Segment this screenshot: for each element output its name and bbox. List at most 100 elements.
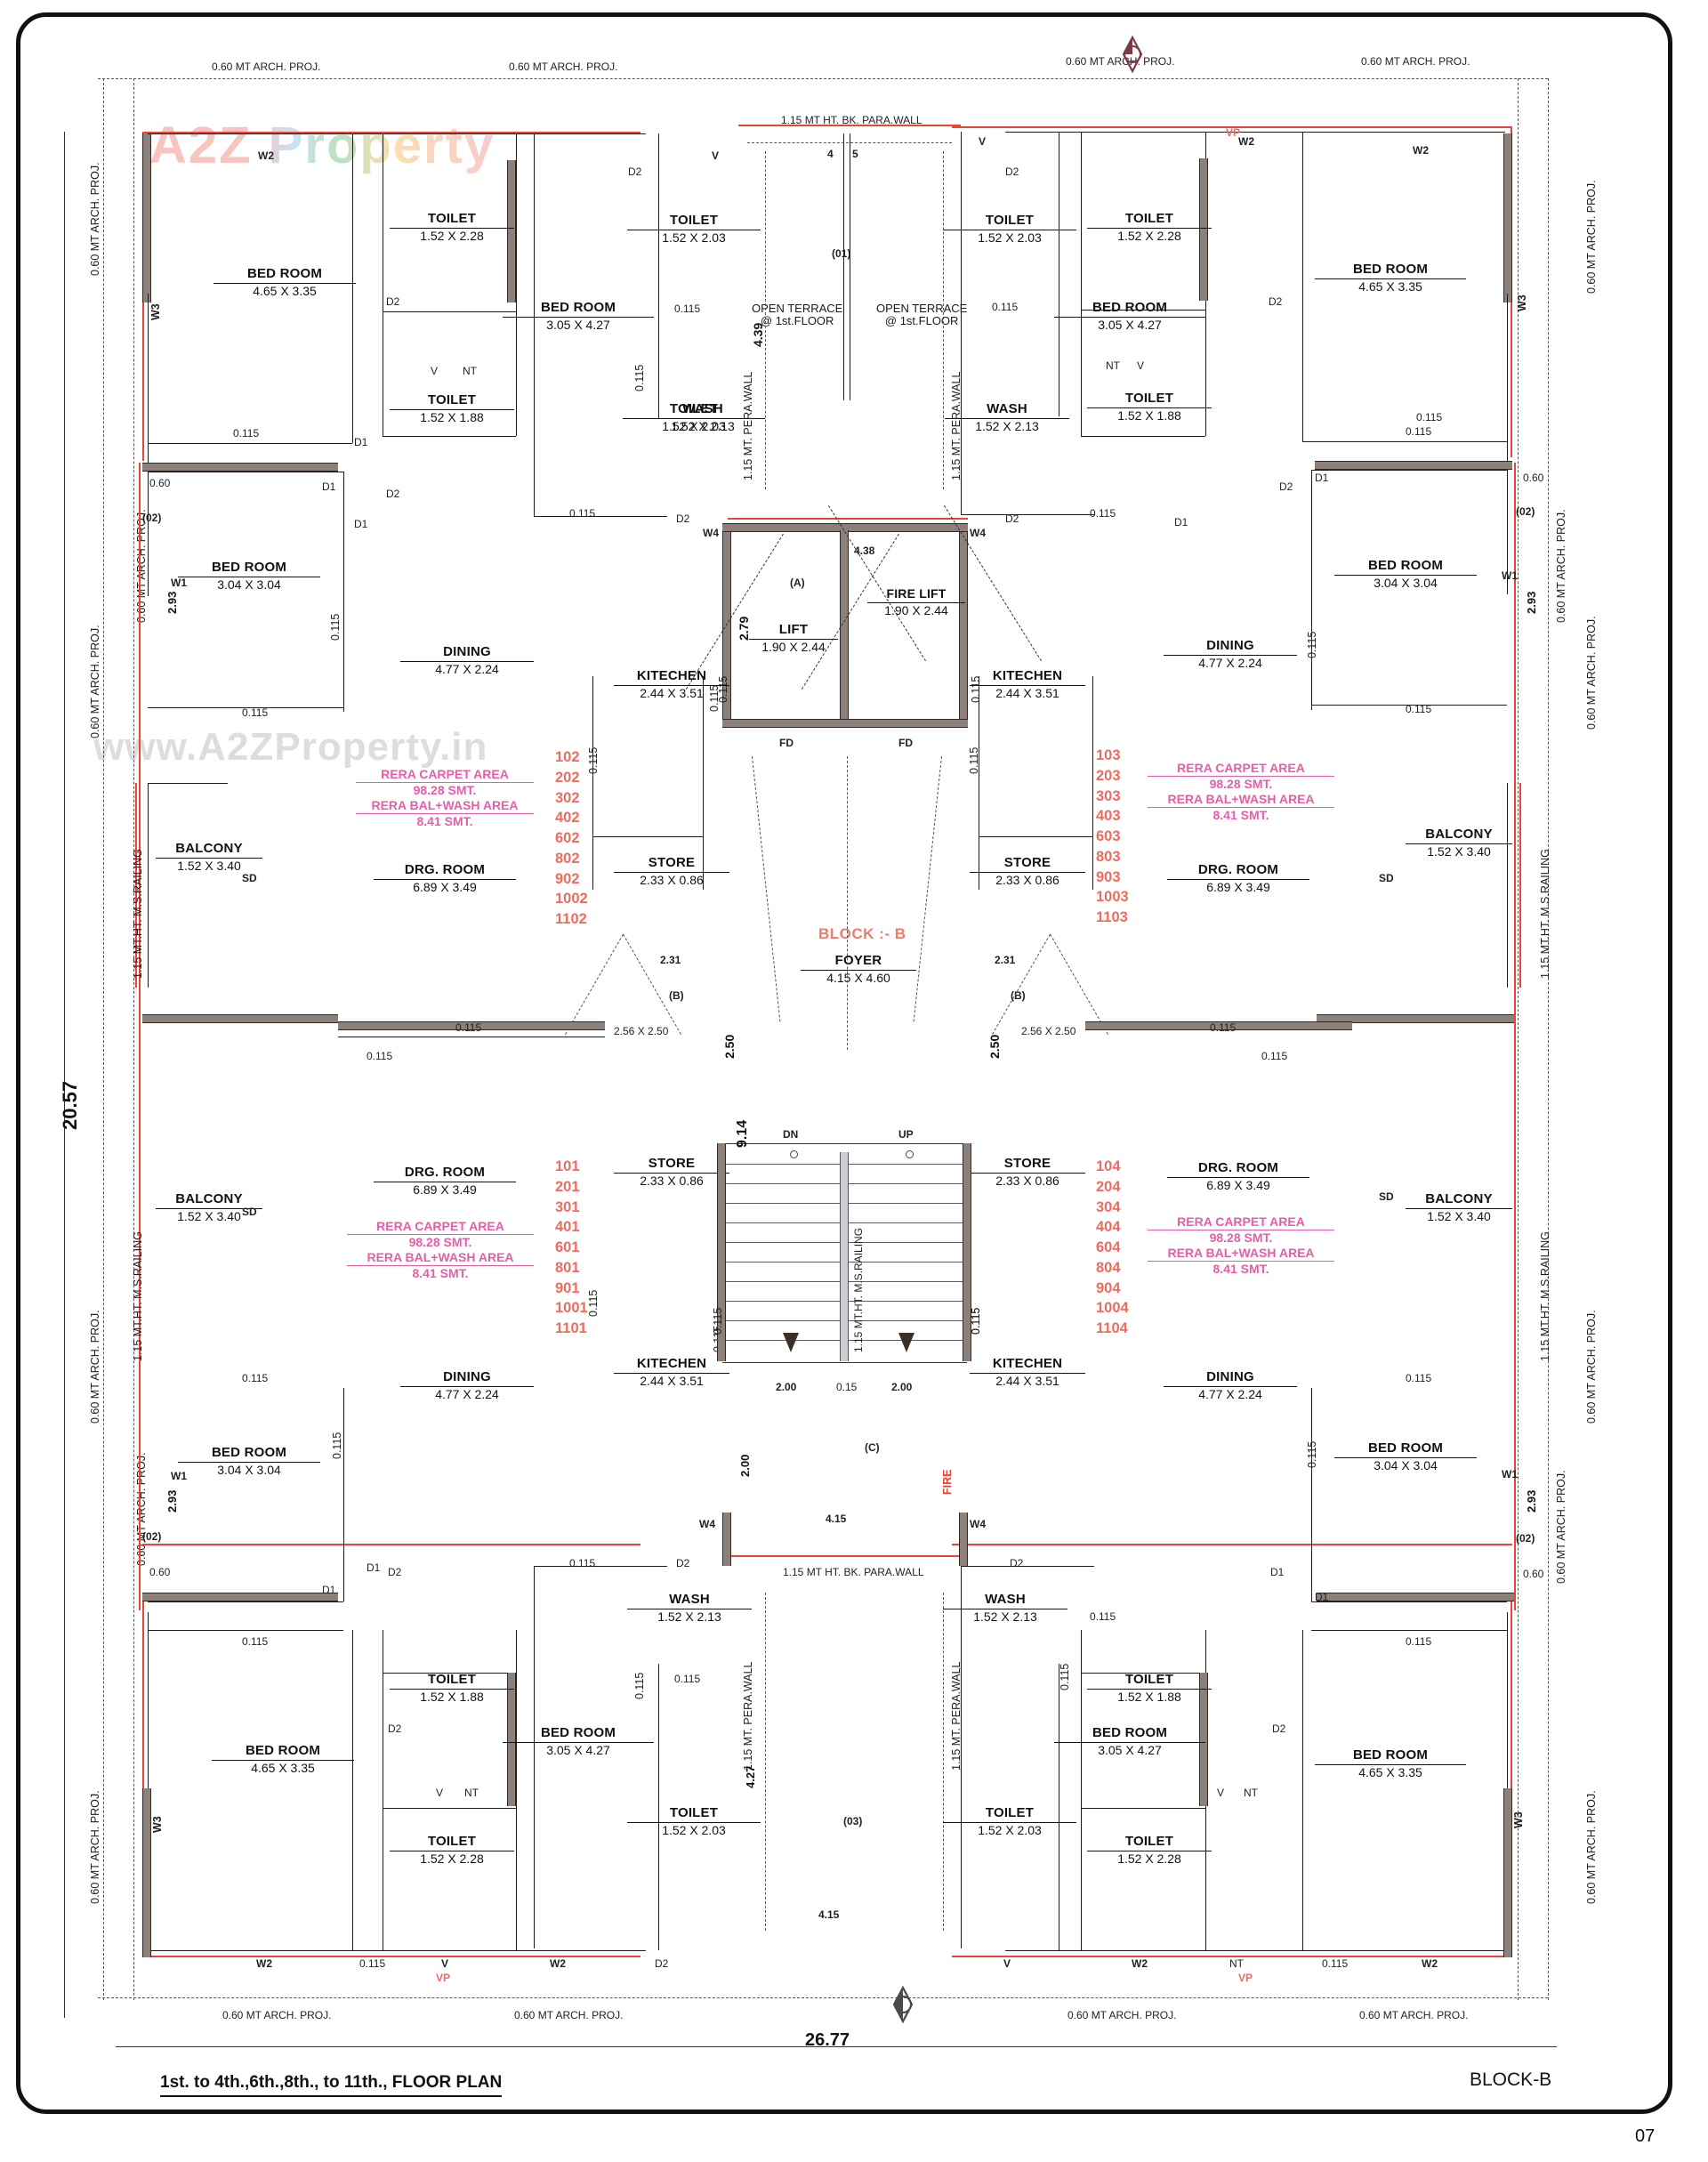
vent-vp-br: VP — [1238, 1972, 1253, 1984]
north-arrow-top — [1122, 35, 1143, 74]
room-balcony-lm-1: BALCONY 1.52 X 3.40 — [156, 841, 262, 873]
proj-line-top — [98, 78, 1548, 79]
unit-number: 1103 — [1096, 909, 1128, 926]
dim-115-bl-4: 0.115 — [359, 1957, 386, 1970]
room-bed-room-br-small: BED ROOM 3.04 X 3.04 — [1334, 1440, 1477, 1472]
dim-250-right: 2.50 — [987, 1034, 1002, 1059]
room-name: FOYER — [801, 953, 916, 971]
unit-number: 201 — [555, 1178, 580, 1195]
window-w4-right: W4 — [970, 527, 986, 539]
marker-a: (A) — [790, 577, 805, 589]
vent-nt-bl: NT — [464, 1787, 479, 1799]
unit-number: 401 — [555, 1219, 580, 1236]
dim-115-tl-3: 0.115 — [674, 303, 701, 315]
room-name: BED ROOM — [214, 266, 356, 284]
marker-b-right: (B) — [1011, 989, 1026, 1002]
wall-bl-top — [148, 1601, 343, 1603]
unit-number: 1104 — [1096, 1320, 1128, 1337]
room-name: DRG. ROOM — [374, 862, 516, 880]
window-w4-bl: W4 — [699, 1518, 715, 1530]
vent-v-tl-2: V — [712, 149, 720, 162]
window-w2-tl: W2 — [258, 149, 274, 162]
door-d1-bl-2: D1 — [367, 1561, 381, 1574]
room-dining-br: DINING 4.77 X 2.24 — [1164, 1369, 1297, 1401]
vent-nt-br-2: NT — [1229, 1957, 1244, 1970]
dim-115-br-1: 0.115 — [1306, 1440, 1318, 1468]
dim-115-br-2: 0.115 — [1406, 1372, 1432, 1384]
unit-number: 102 — [555, 749, 580, 765]
overall-width-value: 26.77 — [805, 2030, 850, 2050]
window-w1-br: W1 — [1502, 1468, 1518, 1480]
outline-top-center — [738, 125, 961, 126]
room-drg-br: DRG. ROOM 6.89 X 3.49 — [1167, 1160, 1309, 1192]
dim-060-bl: 0.60 — [149, 1566, 171, 1578]
wall-tl-toilet2-right — [516, 311, 518, 436]
wall-br-bottom — [1005, 1950, 1505, 1952]
window-w4-left: W4 — [703, 527, 719, 539]
label-arch-proj-left-4: 0.60 MT ARCH. PROJ. — [89, 1310, 101, 1424]
room-toilet-tl-1: TOILET 1.52 X 2.28 — [390, 211, 514, 243]
unit-number: 901 — [555, 1279, 580, 1296]
door-d2-tr-3: D2 — [1005, 165, 1019, 178]
room-toilet-tl-2: TOILET 1.52 X 1.88 — [390, 392, 514, 424]
unit-numbers-bottom-right: 104 204 304 404 604 804 904 1004 1104 — [1096, 1157, 1129, 1339]
rera-block-tl: RERA CARPET AREA 98.28 SMT. RERA BAL+WAS… — [356, 767, 534, 829]
room-name: FIRE LIFT — [867, 586, 965, 603]
wall-br-bed-top — [1311, 1630, 1507, 1632]
wall-tr-bed-bottom — [1302, 441, 1507, 443]
vent-v-tl: V — [431, 365, 439, 377]
room-name: LIFT — [749, 622, 838, 640]
foyer-dash-center — [847, 756, 848, 1050]
wall-tl-bed-bottom — [148, 443, 352, 445]
room-lift: LIFT 1.90 X 2.44 — [749, 622, 838, 654]
page-border-frame — [16, 12, 1672, 2114]
room-dim: 2.33 X 0.86 — [995, 872, 1059, 887]
dim-115-bl-1: 0.115 — [331, 1432, 343, 1459]
grid-line-center-a — [843, 133, 845, 400]
dim-200-right: 2.00 — [891, 1381, 913, 1393]
room-wash-tr: WASH 1.52 X 2.13 — [945, 401, 1069, 433]
wall-br-bed-left — [1311, 1388, 1313, 1601]
wall-bl-left — [148, 1612, 149, 1950]
room-name: TOILET — [1087, 211, 1212, 229]
room-toilet-tr-2: TOILET 1.52 X 1.88 — [1087, 391, 1212, 423]
room-name: KITECHEN — [970, 1356, 1085, 1374]
room-name: BALCONY — [1406, 1191, 1512, 1209]
wall-br-toilet2-left — [1081, 1808, 1083, 1950]
wall-tr-right-thin — [1507, 294, 1509, 472]
room-dim: 1.52 X 2.28 — [420, 1851, 484, 1866]
wall-br-top — [1311, 1601, 1507, 1603]
dim-115-lk-2: 0.115 — [587, 1289, 600, 1317]
dim-293-bl: 2.93 — [165, 1489, 179, 1513]
room-dim: 3.05 X 4.27 — [1098, 317, 1162, 332]
proj-line-left-inner — [133, 78, 134, 2000]
wall-bl-toilet-mid — [383, 1808, 516, 1810]
bracket-02-rm: (02) — [1516, 505, 1535, 518]
room-dim: 4.15 X 4.60 — [826, 970, 890, 985]
unit-number: 903 — [1096, 868, 1121, 885]
dim-115-tl-1: 0.115 — [233, 427, 260, 440]
outline-top-right — [952, 126, 1512, 128]
wall-tl-top — [148, 133, 646, 135]
room-bed-room-tr: BED ROOM 4.65 X 3.35 — [1315, 262, 1466, 294]
outline-bottom-left — [142, 1956, 640, 1957]
balcony-rm-wall — [1507, 783, 1509, 988]
door-d2-br-2: D2 — [1272, 1722, 1286, 1735]
wall-tr-toilet2-bot — [1081, 436, 1205, 438]
label-para-wall-bl: 1.15 MT. PERA.WALL — [742, 1661, 754, 1771]
open-terrace-left: OPEN TERRACE @ 1st.FLOOR — [752, 303, 842, 327]
unit-number: 301 — [555, 1198, 580, 1215]
dim-115-br-3: 0.115 — [1406, 1635, 1432, 1648]
marker-c: (C) — [865, 1441, 880, 1454]
room-name: BALCONY — [156, 1191, 262, 1209]
open-terrace-left-title: OPEN TERRACE — [752, 302, 843, 315]
wall-br-bed2-top — [961, 1566, 1094, 1568]
door-sd-lm-1: SD — [242, 872, 257, 884]
vent-w-tr: W2 — [1238, 135, 1254, 148]
room-dim: 1.52 X 2.03 — [978, 230, 1042, 245]
room-dim: 3.04 X 3.04 — [1374, 575, 1438, 590]
stair-arrow-left — [783, 1333, 799, 1352]
room-toilet-tl-3: TOILET 1.52 X 2.03 — [623, 401, 765, 433]
outline-lower-band-center — [728, 1555, 968, 1557]
proj-line-right-inner — [1518, 78, 1519, 2000]
